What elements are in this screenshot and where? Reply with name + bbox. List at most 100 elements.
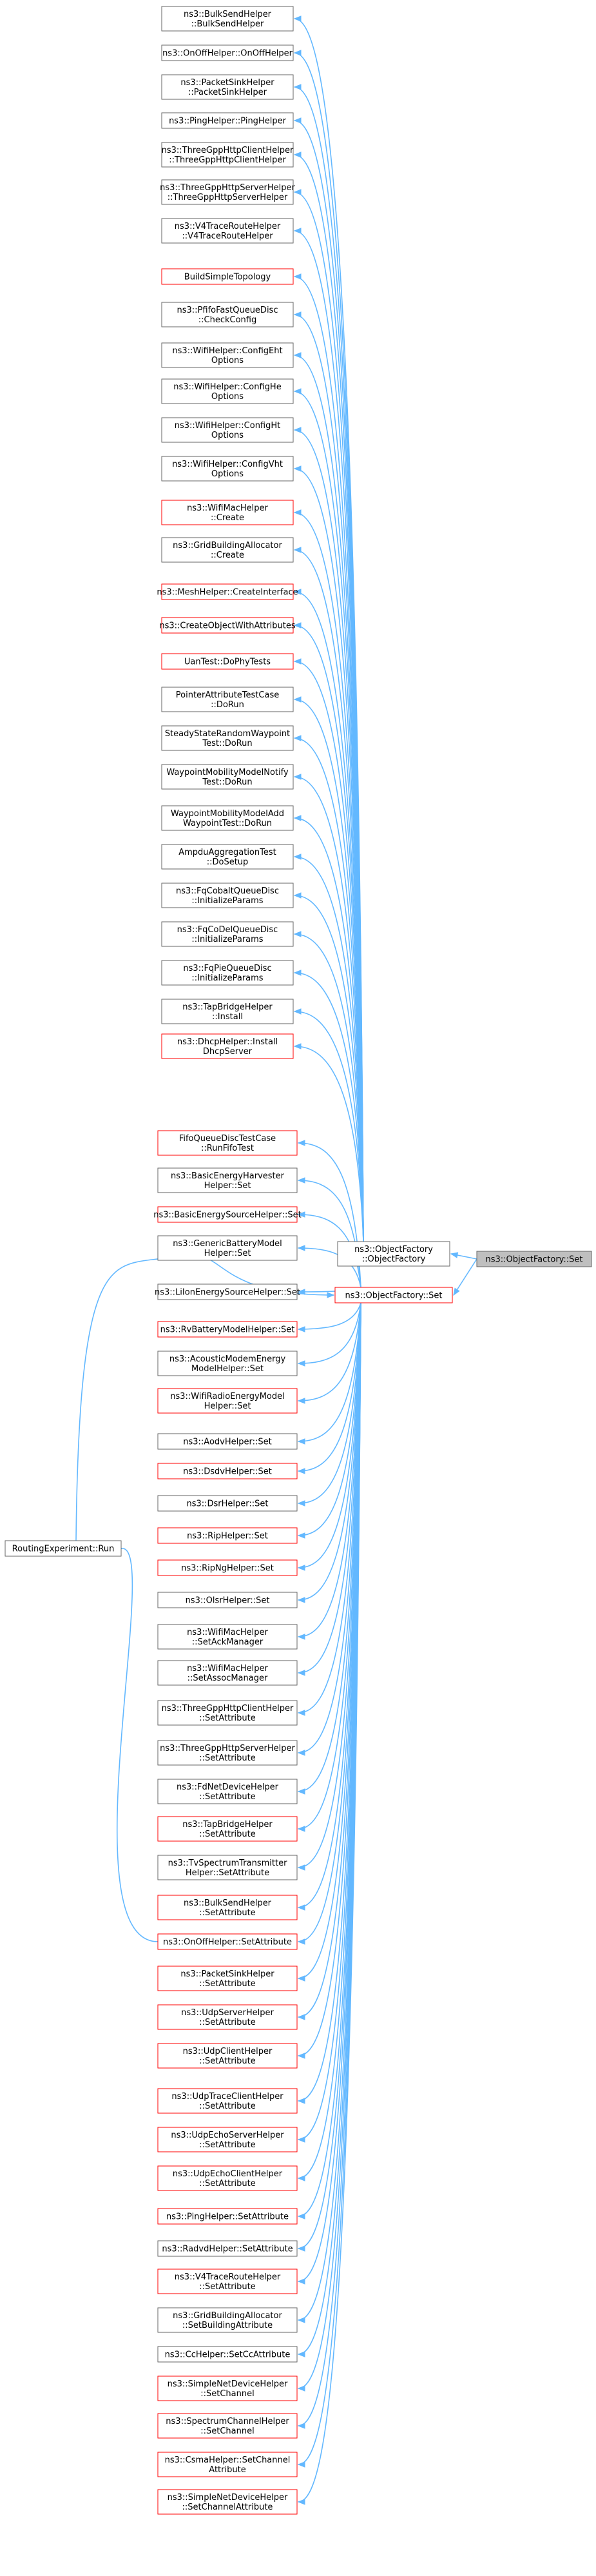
node-ns3-fqpiequeuedisc-initializeparams[interactable]: ns3::FqPieQueueDisc::InitializeParams [161,960,294,986]
edge-set-caller-19-arrowhead [297,1826,305,1832]
node-label: ::SetAttribute [199,1792,256,1802]
node-ns3-udpechoclienthelper-setattribute[interactable]: ns3::UdpEchoClientHelper::SetAttribute [157,2165,298,2191]
node-label: DhcpServer [203,1047,253,1057]
node-label: Options [211,392,244,402]
node-ns3-bulksendhelper-setattribute[interactable]: ns3::BulkSendHelper::SetAttribute [157,1895,298,1920]
node-ns3-olsrhelper-set[interactable]: ns3::OlsrHelper::Set [157,1592,298,1608]
node-label: ::SetAttribute [199,2140,256,2150]
node-ns3-fqcobaltqueuedisc-initializeparams[interactable]: ns3::FqCobaltQueueDisc::InitializeParams [161,883,294,908]
node-ns3-spectrumchannelhelper-setchannel[interactable]: ns3::SpectrumChannelHelper::SetChannel [157,2413,298,2439]
node-ns3-aodvhelper-set[interactable]: ns3::AodvHelper::Set [157,1433,298,1450]
node-ns3-udpserverhelper-setattribute[interactable]: ns3::UdpServerHelper::SetAttribute [157,2004,298,2030]
node-ns3-threegpphttpclienthelper-threegpphttpclienthelper[interactable]: ns3::ThreeGppHttpClientHelper::ThreeGppH… [161,142,294,168]
node-ns3-gridbuildingallocator-create[interactable]: ns3::GridBuildingAllocator::Create [161,537,294,563]
node-ns3-rvbatterymodelhelper-set[interactable]: ns3::RvBatteryModelHelper::Set [157,1321,298,1338]
node-label: ns3::SimpleNetDeviceHelper [168,2379,288,2389]
node-ns3-dsdvhelper-set[interactable]: ns3::DsdvHelper::Set [157,1463,298,1479]
node-box [161,725,294,751]
node-ns3-createobjectwithattributes[interactable]: ns3::CreateObjectWithAttributes [159,617,296,634]
node-ns3-cchelper-setccattribute[interactable]: ns3::CcHelper::SetCcAttribute [157,2346,298,2363]
node-ns3-onoffhelper-setattribute[interactable]: ns3::OnOffHelper::SetAttribute [157,1933,298,1950]
node-ns3-csmahelper-setchannel-attribute[interactable]: ns3::CsmaHelper::SetChannelAttribute [157,2452,298,2477]
node-waypointmobilitymodeladd-waypointtest-dorun[interactable]: WaypointMobilityModelAddWaypointTest::Do… [161,805,294,831]
node-ns3-packetsinkhelper-packetsinkhelper[interactable]: ns3::PacketSinkHelper::PacketSinkHelper [161,74,294,100]
node-ns3-udpclienthelper-setattribute[interactable]: ns3::UdpClientHelper::SetAttribute [157,2043,298,2069]
node-ns3-udpechoserverhelper-setattribute[interactable]: ns3::UdpEchoServerHelper::SetAttribute [157,2127,298,2152]
node-uantest-dophytests[interactable]: UanTest::DoPhyTests [161,653,294,670]
node-box [476,1251,592,1267]
node-label: ns3::PfifoFastQueueDisc [177,306,278,315]
node-buildsimpletopology[interactable]: BuildSimpleTopology [161,268,294,285]
node-ns3-simplenetdevicehelper-setchannelattribute[interactable]: ns3::SimpleNetDeviceHelper::SetChannelAt… [157,2489,298,2515]
node-ns3-packetsinkhelper-setattribute[interactable]: ns3::PacketSinkHelper::SetAttribute [157,1966,298,1991]
node-label: ::SetBuildingAttribute [182,2321,273,2330]
edge-ctor-caller-7-arrowhead [293,273,302,280]
node-ns3-v4traceroutehelper-setattribute[interactable]: ns3::V4TraceRouteHelper::SetAttribute [157,2269,298,2294]
node-ns3-udptraceclienthelper-setattribute[interactable]: ns3::UdpTraceClientHelper::SetAttribute [157,2088,298,2114]
node-ns3-gridbuildingallocator-setbuildingattribute[interactable]: ns3::GridBuildingAllocator::SetBuildingA… [157,2307,298,2333]
node-ns3-ripnghelper-set[interactable]: ns3::RipNgHelper::Set [157,1559,298,1576]
node-ns3-onoffhelper-onoffhelper[interactable]: ns3::OnOffHelper::OnOffHelper [161,44,294,61]
edge-ctor-caller-24-arrowhead [293,931,302,937]
node-ampduaggregationtest-dosetup[interactable]: AmpduAggregationTest::DoSetup [161,844,294,870]
node-ns3-meshhelper-createinterface[interactable]: ns3::MeshHelper::CreateInterface [157,583,298,600]
node-box [161,142,294,168]
node-ns3-objectfactory-set[interactable]: ns3::ObjectFactory::Set [476,1251,592,1267]
node-routingexperiment-run[interactable]: RoutingExperiment::Run [5,1540,122,1557]
node-label: ::CheckConfig [198,315,256,325]
node-label: ::InitializeParams [191,896,263,906]
node-label: ::PacketSinkHelper [188,88,267,97]
node-ns3-radvdhelper-setattribute[interactable]: ns3::RadvdHelper::SetAttribute [157,2240,298,2257]
node-ns3-wifimachelper-setackmanager[interactable]: ns3::WifiMacHelper::SetAckManager [157,1624,298,1650]
edge-set-caller-3-arrowhead [297,1245,305,1251]
node-ns3-tvspectrumtransmitter-helper-setattribute[interactable]: ns3::TvSpectrumTransmitterHelper::SetAtt… [157,1855,298,1880]
node-ns3-simplenetdevicehelper-setchannel[interactable]: ns3::SimpleNetDeviceHelper::SetChannel [157,2376,298,2401]
node-ns3-v4traceroutehelper-v4traceroutehelper[interactable]: ns3::V4TraceRouteHelper::V4TraceRouteHel… [161,218,294,244]
node-ns3-objectfactory-objectfactory[interactable]: ns3::ObjectFactory::ObjectFactory [337,1241,450,1267]
node-fifoqueuedisctestcase-runfifotest[interactable]: FifoQueueDiscTestCase::RunFifoTest [157,1130,298,1156]
node-pointerattributetestcase-dorun[interactable]: PointerAttributeTestCase::DoRun [161,687,294,712]
edge-ctor-caller-20-arrowhead [293,774,302,780]
node-label: Helper::SetAttribute [186,1868,269,1878]
edge-set-caller-17-arrowhead [297,1750,305,1756]
node-ns3-basicenergysourcehelper-set[interactable]: ns3::BasicEnergySourceHelper::Set [153,1206,302,1223]
node-ns3-threegpphttpserverhelper-setattribute[interactable]: ns3::ThreeGppHttpServerHelper::SetAttrib… [157,1740,298,1766]
node-ns3-tapbridgehelper-install[interactable]: ns3::TapBridgeHelper::Install [161,999,294,1024]
node-ns3-wifimachelper-create[interactable]: ns3::WifiMacHelper::Create [161,500,294,525]
node-ns3-objectfactory-set[interactable]: ns3::ObjectFactory::Set [334,1287,453,1303]
node-ns3-threegpphttpclienthelper-setattribute[interactable]: ns3::ThreeGppHttpClientHelper::SetAttrib… [157,1700,298,1726]
node-label: ::BulkSendHelper [191,19,264,29]
node-ns3-pinghelper-setattribute[interactable]: ns3::PingHelper::SetAttribute [157,2208,298,2225]
node-ns3-pfifofastqueuedisc-checkconfig[interactable]: ns3::PfifoFastQueueDisc::CheckConfig [161,302,294,327]
node-ns3-riphelper-set[interactable]: ns3::RipHelper::Set [157,1527,298,1544]
edge-routing-to-objectfactory-set-arrowhead [327,1292,335,1298]
node-ns3-tapbridgehelper-setattribute[interactable]: ns3::TapBridgeHelper::SetAttribute [157,1816,298,1842]
node-ns3-bulksendhelper-bulksendhelper[interactable]: ns3::BulkSendHelper::BulkSendHelper [161,6,294,32]
node-ns3-liionenergysourcehelper-set[interactable]: ns3::LiIonEnergySourceHelper::Set [155,1283,300,1300]
node-ns3-fqcodelqueuedisc-initializeparams[interactable]: ns3::FqCoDelQueueDisc::InitializeParams [161,921,294,947]
node-box [161,617,294,634]
node-label: ns3::FqCoDelQueueDisc [177,925,278,935]
node-box [157,2307,298,2333]
node-ns3-wifimachelper-setassocmanager[interactable]: ns3::WifiMacHelper::SetAssocManager [157,1660,298,1686]
node-box [337,1241,450,1267]
edge-ctor-caller-6-arrowhead [293,228,302,234]
edge-set-caller-15-arrowhead [297,1670,305,1676]
node-box [157,2489,298,2515]
node-label: ::Create [211,513,244,523]
node-ns3-threegpphttpserverhelper-threegpphttpserverhelper[interactable]: ns3::ThreeGppHttpServerHelper::ThreeGppH… [160,179,295,205]
node-ns3-pinghelper-pinghelper[interactable]: ns3::PingHelper::PingHelper [161,112,294,129]
node-ns3-dsrhelper-set[interactable]: ns3::DsrHelper::Set [157,1495,298,1512]
node-ns3-fdnetdevicehelper-setattribute[interactable]: ns3::FdNetDeviceHelper::SetAttribute [157,1779,298,1804]
